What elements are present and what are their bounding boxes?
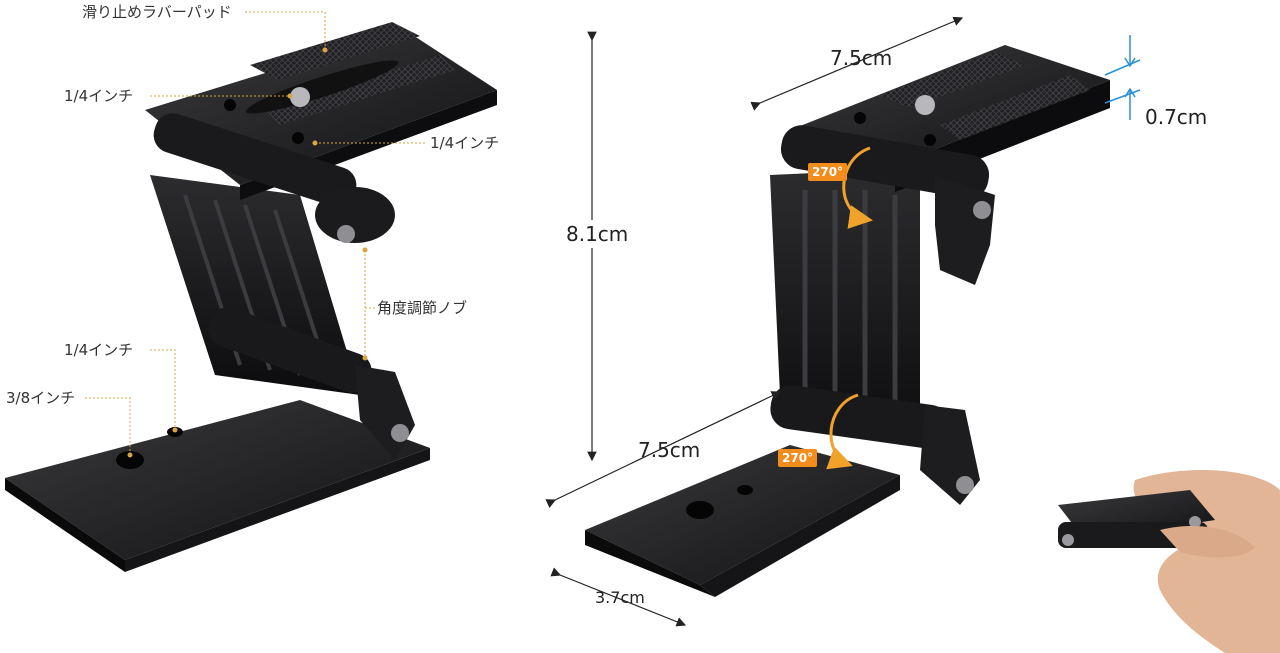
folded-bracket-in-hand: [1058, 469, 1280, 653]
label-quarter-inch-top-left: 1/4インチ: [62, 87, 136, 105]
rotation-badge-top: 270°: [808, 163, 848, 181]
knob-screw-icon: [973, 201, 991, 219]
dimension-depth: 3.7cm: [595, 588, 645, 607]
label-angle-knob: 角度調節ノブ: [375, 299, 470, 317]
dimension-lines: [545, 16, 964, 627]
dimension-bottom-width: 7.5cm: [638, 438, 701, 462]
screw-icon: [290, 87, 310, 107]
leader-lines: [85, 11, 425, 455]
knob-screw-icon: [391, 424, 409, 442]
dimension-height: 8.1cm: [566, 220, 629, 248]
rotation-arrows: [826, 146, 873, 470]
thickness-marker: [1104, 35, 1141, 120]
label-quarter-inch-top-right: 1/4インチ: [428, 134, 502, 152]
screw-icon: [915, 95, 935, 115]
dimension-thickness: 0.7cm: [1145, 105, 1208, 129]
right-bracket: [585, 45, 1110, 597]
label-three-eighths-inch: 3/8インチ: [4, 389, 78, 407]
left-bracket: [5, 22, 497, 572]
label-quarter-inch-bottom: 1/4インチ: [62, 341, 136, 359]
label-rubber-pad: 滑り止めラバーパッド: [80, 3, 234, 21]
rotation-badge-bottom: 270°: [778, 449, 818, 467]
dimension-top-width: 7.5cm: [830, 46, 893, 70]
knob-screw-icon: [956, 476, 974, 494]
knob-screw-icon: [337, 225, 355, 243]
